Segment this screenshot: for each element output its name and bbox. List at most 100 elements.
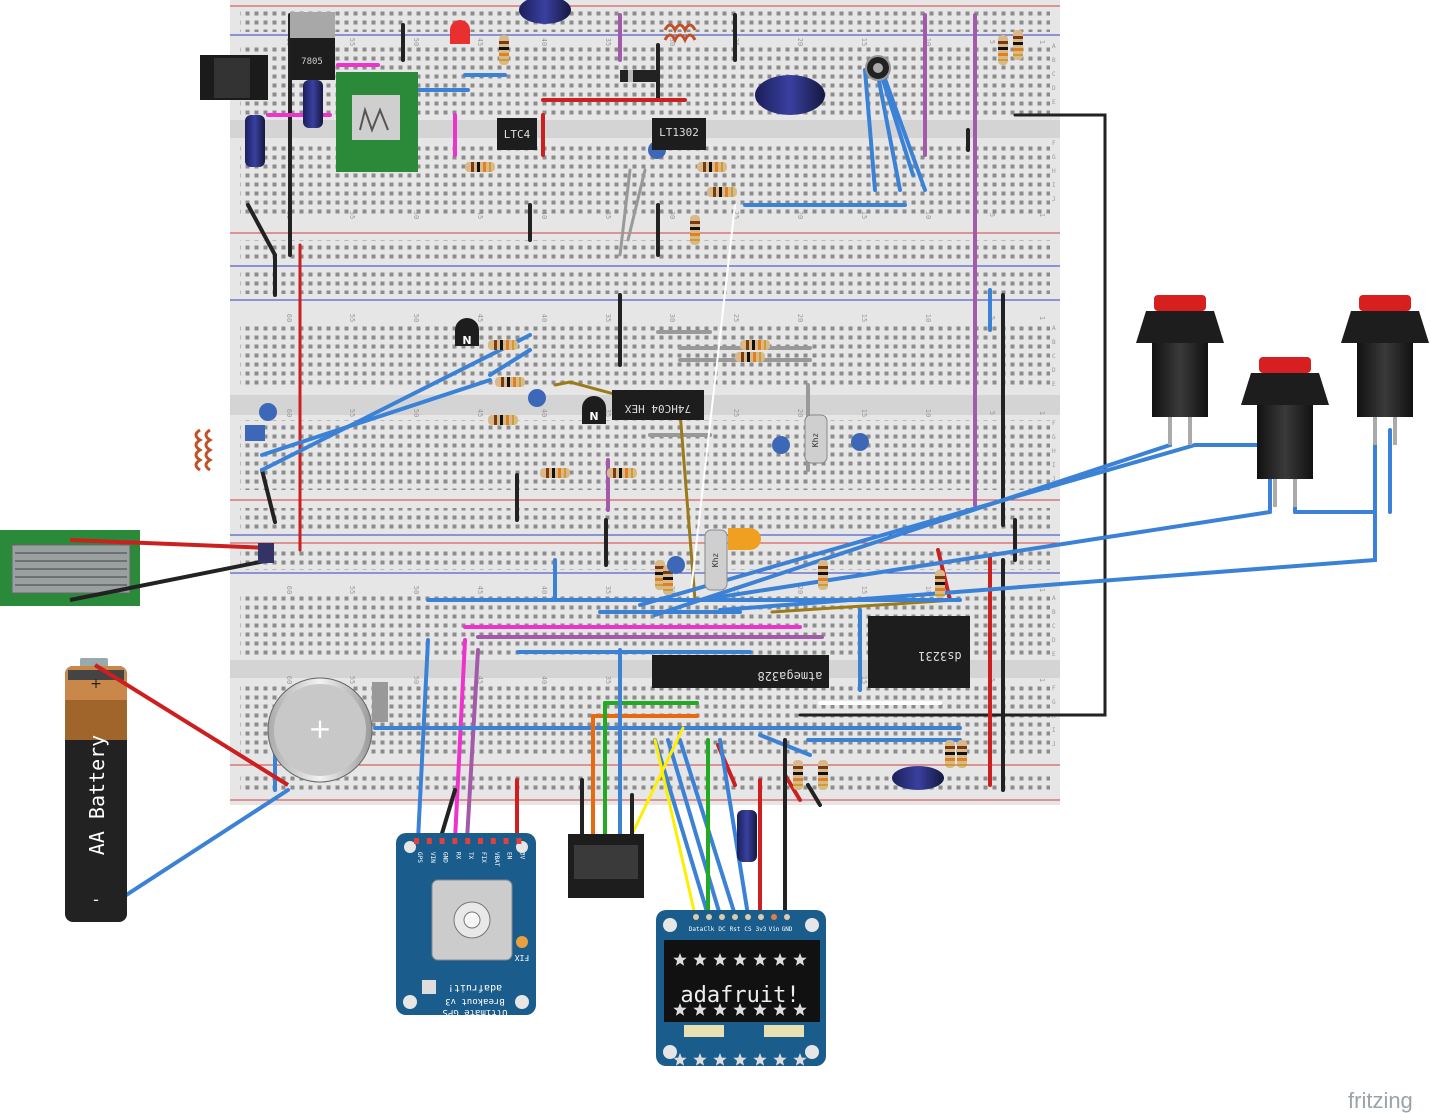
gps-subtitle-label: Breakout v3 bbox=[445, 996, 505, 1006]
push-button[interactable] bbox=[1136, 295, 1224, 445]
gps-pin-label: GND bbox=[442, 852, 449, 863]
column-number: 50 bbox=[412, 211, 420, 219]
column-number: 35 bbox=[604, 211, 612, 219]
oled-pin-label: Clk bbox=[704, 926, 715, 933]
push-button[interactable] bbox=[1341, 295, 1429, 445]
battery-label: AA Battery bbox=[85, 735, 109, 855]
gps-pin-label: GPS bbox=[416, 852, 423, 863]
crystal-label-2: Khz bbox=[711, 553, 720, 568]
column-number: 20 bbox=[796, 211, 804, 219]
row-letter: I bbox=[1052, 727, 1056, 734]
gps-pin-label: FIX bbox=[480, 852, 487, 863]
row-letter: A bbox=[1052, 595, 1056, 602]
column-number: 35 bbox=[604, 676, 612, 684]
oled-pin-label: DC bbox=[718, 926, 726, 933]
gps-pin-label: 3V bbox=[518, 852, 525, 860]
hex-label: 74HC04 HEX bbox=[625, 402, 692, 415]
column-number: 55 bbox=[348, 38, 356, 46]
breadboard-middle bbox=[230, 305, 1060, 575]
column-number: 10 bbox=[924, 314, 932, 322]
row-letter: D bbox=[1052, 367, 1056, 374]
row-letter: D bbox=[1052, 85, 1056, 92]
push-button[interactable] bbox=[1241, 357, 1329, 507]
column-number: 1 bbox=[1038, 316, 1046, 320]
column-number: 10 bbox=[924, 409, 932, 417]
row-letter: J bbox=[1052, 196, 1056, 203]
column-number: 45 bbox=[476, 586, 484, 594]
ic-ltc4: LTC4 bbox=[497, 118, 537, 150]
column-number: 15 bbox=[860, 586, 868, 594]
row-letter: A bbox=[1052, 325, 1056, 332]
column-number: 10 bbox=[924, 38, 932, 46]
gps-pin-label: RX bbox=[454, 852, 461, 860]
ic-atmega328: atmega328 bbox=[652, 655, 829, 688]
column-number: 5 bbox=[988, 40, 996, 44]
oled-pin-label: Rst bbox=[730, 926, 741, 933]
column-number: 45 bbox=[476, 314, 484, 322]
column-number: 10 bbox=[924, 586, 932, 594]
tantalum-capacitor bbox=[728, 528, 761, 550]
column-number: 20 bbox=[796, 409, 804, 417]
column-number: 20 bbox=[796, 314, 804, 322]
oled-pin-label: GND bbox=[782, 926, 793, 933]
column-number: 15 bbox=[860, 211, 868, 219]
row-letter: G bbox=[1052, 434, 1056, 441]
column-number: 15 bbox=[860, 314, 868, 322]
row-letter: H bbox=[1052, 448, 1056, 455]
voltage-regulator: 7805 bbox=[290, 12, 335, 80]
column-number: 45 bbox=[476, 38, 484, 46]
row-letter: B bbox=[1052, 609, 1056, 616]
mcu-label: atmega328 bbox=[757, 669, 822, 683]
column-number: 10 bbox=[924, 211, 932, 219]
row-letter: C bbox=[1052, 353, 1056, 360]
transistor-label-1: N bbox=[462, 334, 471, 347]
lt1302-label: LT1302 bbox=[659, 126, 699, 139]
column-number: 25 bbox=[732, 409, 740, 417]
row-letter: C bbox=[1052, 71, 1056, 78]
row-letter: F bbox=[1052, 140, 1056, 147]
breadboard-top bbox=[230, 0, 1060, 305]
oled-pin-label: 3v3 bbox=[756, 926, 767, 933]
push-buttons bbox=[1136, 295, 1429, 507]
column-number: 55 bbox=[348, 314, 356, 322]
column-number: 45 bbox=[476, 676, 484, 684]
resistors bbox=[465, 30, 1023, 790]
ic-74hc04: 74HC04 HEX bbox=[612, 390, 704, 420]
row-letter: D bbox=[1052, 637, 1056, 644]
column-number: 15 bbox=[860, 38, 868, 46]
column-number: 40 bbox=[540, 586, 548, 594]
column-number: 40 bbox=[540, 409, 548, 417]
column-number: 25 bbox=[732, 211, 740, 219]
crystals: Khz Khz bbox=[704, 414, 828, 591]
usb-breakout bbox=[336, 72, 418, 172]
column-number: 50 bbox=[412, 314, 420, 322]
dc-jack bbox=[200, 55, 268, 100]
column-number: 50 bbox=[412, 38, 420, 46]
ic-ds3231: ds3231 bbox=[868, 616, 970, 688]
row-letter: G bbox=[1052, 699, 1056, 706]
column-number: 35 bbox=[604, 586, 612, 594]
column-number: 40 bbox=[540, 676, 548, 684]
column-number: 5 bbox=[988, 411, 996, 415]
gps-pin-label: VBAT bbox=[493, 852, 500, 867]
column-number: 40 bbox=[540, 38, 548, 46]
column-number: 15 bbox=[860, 409, 868, 417]
gps-fix-label: FIX bbox=[515, 953, 530, 962]
row-letter: I bbox=[1052, 182, 1056, 189]
ic-lt1302: LT1302 bbox=[652, 118, 706, 150]
battery-plus-label: + bbox=[90, 676, 102, 692]
column-number: 40 bbox=[540, 211, 548, 219]
connector-header bbox=[568, 834, 644, 898]
column-number: 30 bbox=[668, 211, 676, 219]
column-number: 1 bbox=[1038, 40, 1046, 44]
oled-pin-label: CS bbox=[744, 926, 752, 933]
row-letter: G bbox=[1052, 154, 1056, 161]
gps-pin-label: VIN bbox=[429, 852, 436, 863]
oled-brand-label: adafruit! bbox=[680, 983, 799, 1008]
column-number: 35 bbox=[604, 314, 612, 322]
column-number: 55 bbox=[348, 586, 356, 594]
svg-text:+: + bbox=[308, 712, 331, 745]
column-number: 60 bbox=[285, 314, 293, 322]
